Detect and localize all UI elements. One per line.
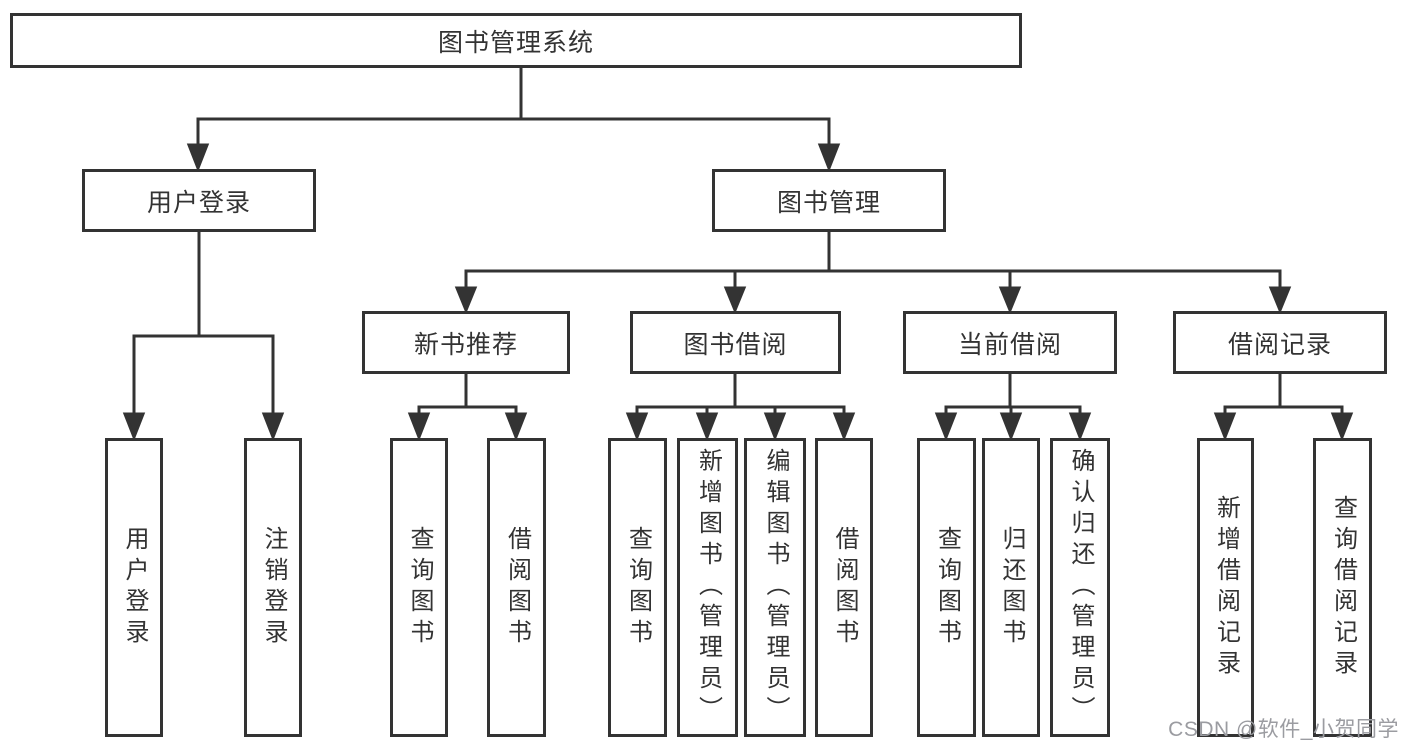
node-current-borrowing: 当前借阅 (903, 311, 1117, 374)
csdn-watermark: CSDN @软件_小贺同学 (1168, 718, 1399, 741)
leaf-borrow-books-recommend: 借阅图书 (487, 438, 546, 737)
leaf-query-books-recommend: 查询图书 (390, 438, 448, 737)
node-label: 图书管理 (776, 188, 881, 217)
leaf-logout: 注销登录 (244, 438, 302, 737)
leaf-label: 借阅图书 (831, 525, 858, 650)
leaf-label: 查询图书 (933, 525, 961, 650)
leaf-add-book-admin: 新增图书（管理员） (677, 438, 738, 737)
leaf-borrow-books: 借阅图书 (815, 438, 873, 737)
node-label: 借阅记录 (1227, 330, 1332, 359)
leaf-label: 新增借阅记录 (1212, 494, 1240, 681)
leaf-confirm-return-admin: 确认归还（管理员） (1050, 438, 1110, 737)
leaf-query-books-current: 查询图书 (917, 438, 976, 737)
node-user-login: 用户登录 (82, 169, 316, 232)
node-label: 新书推荐 (413, 330, 518, 359)
leaf-label: 用户登录 (121, 525, 148, 650)
node-label: 图书借阅 (683, 330, 788, 359)
leaf-query-borrow-record: 查询借阅记录 (1313, 438, 1372, 737)
node-label: 用户登录 (146, 188, 251, 217)
node-book-borrowing: 图书借阅 (630, 311, 841, 374)
leaf-label: 借阅图书 (503, 525, 531, 650)
leaf-user-login: 用户登录 (105, 438, 163, 737)
leaf-label: 注销登录 (260, 525, 287, 650)
leaf-label: 归还图书 (998, 525, 1025, 650)
node-label: 当前借阅 (957, 330, 1062, 359)
leaf-query-books-borrowing: 查询图书 (608, 438, 667, 737)
leaf-add-borrow-record: 新增借阅记录 (1197, 438, 1254, 737)
leaf-label: 编辑图书（管理员） (762, 448, 789, 727)
leaf-return-books: 归还图书 (982, 438, 1040, 737)
leaf-label: 查询借阅记录 (1329, 494, 1357, 681)
node-new-book-recommend: 新书推荐 (362, 311, 570, 374)
leaf-label: 查询图书 (624, 525, 652, 650)
node-borrowing-records: 借阅记录 (1173, 311, 1387, 374)
node-label: 图书管理系统 (437, 28, 594, 57)
node-book-management: 图书管理 (712, 169, 946, 232)
leaf-label: 新增图书（管理员） (694, 448, 722, 727)
node-library-system: 图书管理系统 (10, 13, 1022, 68)
leaf-label: 查询图书 (406, 525, 433, 650)
leaf-edit-book-admin: 编辑图书（管理员） (744, 438, 806, 737)
leaf-label: 确认归还（管理员） (1067, 448, 1094, 727)
